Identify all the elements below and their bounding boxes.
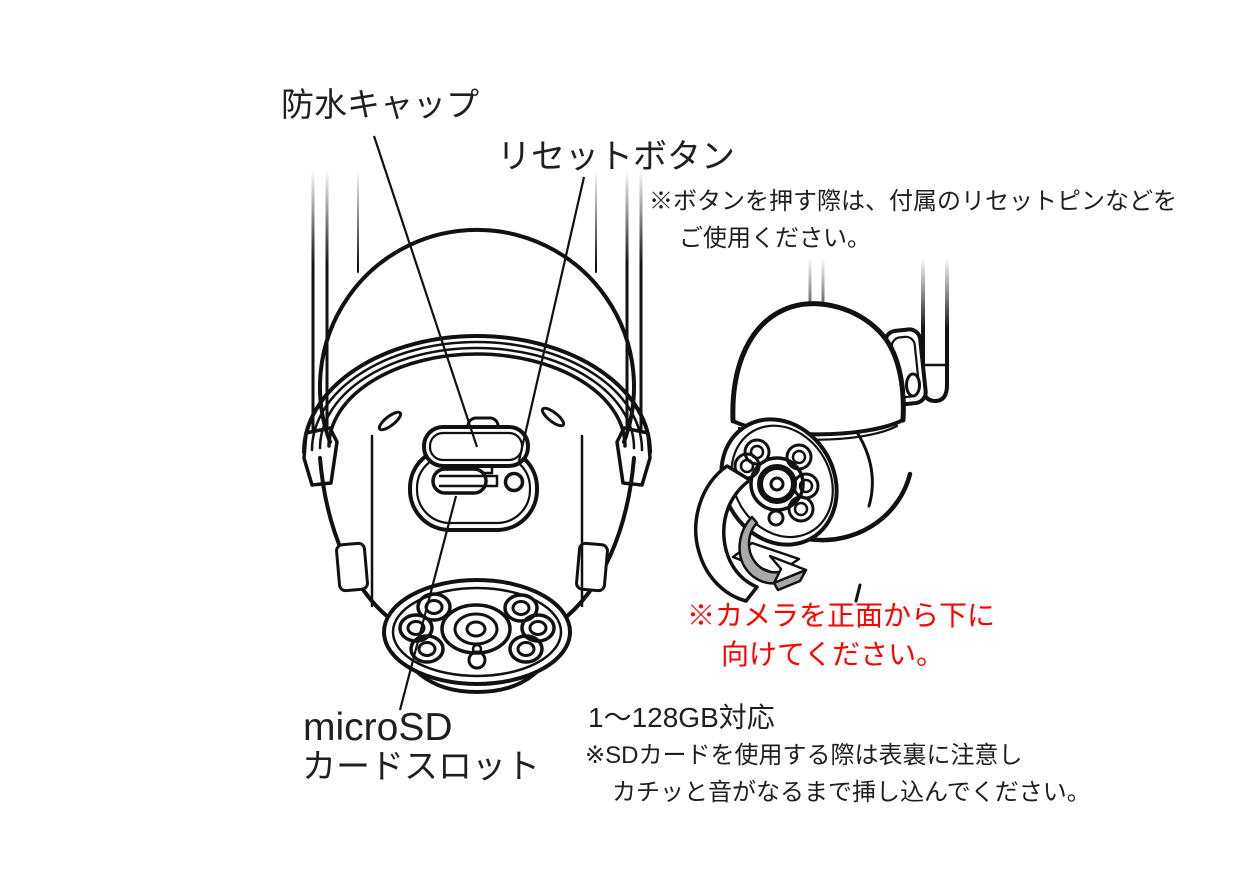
camera-tilt-illustration (694, 258, 949, 603)
leader-reset-button (517, 176, 586, 462)
ir-leds (398, 592, 556, 664)
screw-hole-right (540, 406, 566, 428)
mount-dome (318, 227, 636, 444)
microsd-label-line2: カードスロット (302, 748, 540, 786)
camera-bottom-view-illustration (302, 135, 652, 711)
sd-capacity-text: 1〜128GB対応 (588, 702, 775, 733)
reset-usage-note-line2: ご使用ください。 (679, 225, 871, 252)
base-rings (302, 334, 652, 454)
reset-button-label: リセットボタン (497, 138, 735, 176)
screw-hole-left (377, 410, 403, 432)
leader-waterproof-cap (372, 135, 479, 448)
tilt-warning-line1: ※カメラを正面から下に (687, 600, 996, 631)
microsd-label-line1: microSD (303, 706, 453, 749)
tilted-lens-face (719, 417, 839, 547)
antenna-right-small (921, 258, 949, 403)
rotate-down-arrow (694, 464, 808, 603)
dome-body (730, 301, 906, 424)
camera-head-face (382, 578, 572, 694)
tilt-warning-line2: 向けてください。 (721, 639, 945, 670)
antenna-left-small (808, 258, 825, 311)
reset-usage-note-line1: ※ボタンを押す際は、付属のリセットピンなどを (649, 188, 1177, 215)
microsd-slot (431, 467, 488, 495)
reset-button-hole (503, 471, 525, 493)
leader-microsd-slot (398, 495, 458, 711)
sd-usage-note-line1: ※SDカードを使用する際は表裏に注意し (585, 742, 1023, 769)
leader-lines (372, 135, 586, 711)
sd-usage-note-line2: カチッと音がなるまで挿し込んでください。 (612, 779, 1091, 806)
waterproof-cap-label: 防水キャップ (281, 86, 479, 123)
